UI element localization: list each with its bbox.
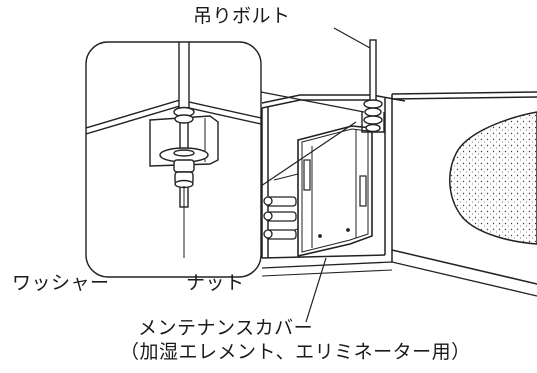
- nut-label: ナット: [186, 272, 245, 294]
- leader-hanging-bolt: [333, 27, 371, 49]
- hanging-bolt-label: 吊りボルト: [193, 5, 291, 27]
- hanging-bolt-actual: [361, 39, 385, 133]
- maintenance-cover: [273, 125, 373, 258]
- unit-body: [261, 91, 537, 297]
- zoom-connector-bottom: [260, 121, 357, 187]
- pipe-fittings: [263, 196, 297, 240]
- washer-label: ワッシャー: [12, 272, 110, 294]
- zoom-callout: [85, 41, 262, 278]
- maintenance-cover-note: （加湿エレメント、エリミネーター用）: [120, 341, 471, 363]
- leader-cover: [305, 257, 327, 323]
- zoom-connector-top: [260, 91, 365, 113]
- filter-element: [449, 111, 537, 245]
- maintenance-cover-label: メンテナンスカバー: [138, 317, 314, 339]
